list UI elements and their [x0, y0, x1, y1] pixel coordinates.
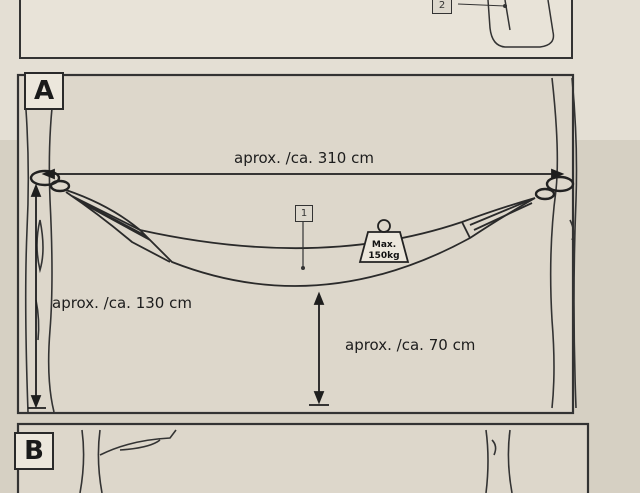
weight-limit-text: Max. 150kg	[364, 240, 404, 262]
section-b-frame	[16, 422, 590, 493]
right-strap	[534, 175, 575, 201]
weight-limit-line2: 150kg	[368, 251, 400, 261]
clearance-arrow	[309, 291, 329, 406]
width-dimension-arrow	[41, 168, 565, 180]
hammock	[65, 189, 536, 287]
section-b-label: B	[14, 432, 54, 470]
section-a-label: A	[24, 72, 64, 110]
section-b-trees	[79, 429, 513, 493]
clearance-label: aprox. /ca. 70 cm	[345, 336, 476, 354]
anchor-height-label: aprox. /ca. 130 cm	[52, 294, 192, 312]
left-strap	[29, 169, 71, 193]
hammock-reference-number: 1	[295, 205, 313, 222]
right-tree	[549, 77, 578, 409]
weight-limit-line1: Max.	[371, 240, 397, 250]
weight-icon	[358, 231, 410, 263]
section-a-frame	[16, 73, 575, 415]
width-dimension-label: aprox. /ca. 310 cm	[234, 149, 374, 167]
anchor-height-arrow	[28, 183, 46, 409]
top-panel-frame	[19, 0, 573, 59]
top-reference-number: 2	[432, 0, 452, 14]
